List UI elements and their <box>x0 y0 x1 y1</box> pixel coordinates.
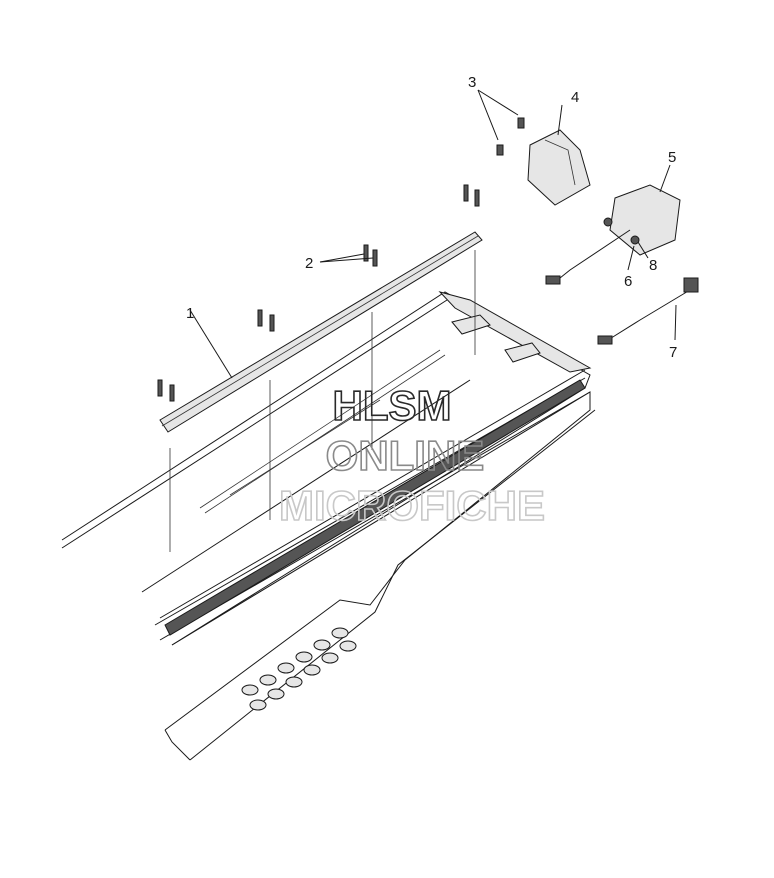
taillight-harness <box>545 229 631 285</box>
callout-1: 1 <box>186 305 194 322</box>
watermark-line-3: MICROFICHE <box>279 482 545 529</box>
part-7-harness <box>597 277 699 345</box>
part-1-rail <box>159 231 483 433</box>
hole-pattern <box>241 627 357 711</box>
callout-8: 8 <box>649 257 657 274</box>
callout-2: 2 <box>305 255 313 272</box>
callout-7: 7 <box>669 344 677 361</box>
callout-5: 5 <box>668 149 676 166</box>
callout-3: 3 <box>468 74 476 91</box>
part-2-rivets <box>157 184 480 402</box>
callout-4: 4 <box>571 89 579 106</box>
watermark-line-2: ONLINE <box>326 432 485 479</box>
part-4-housing <box>527 104 591 206</box>
callout-6: 6 <box>624 273 632 290</box>
part-3-screws <box>477 89 525 156</box>
part-5-taillight <box>609 164 681 256</box>
tunnel-frame <box>61 250 596 761</box>
part-6-8-hardware <box>603 217 649 271</box>
watermark-line-1: HLSM <box>333 382 452 429</box>
